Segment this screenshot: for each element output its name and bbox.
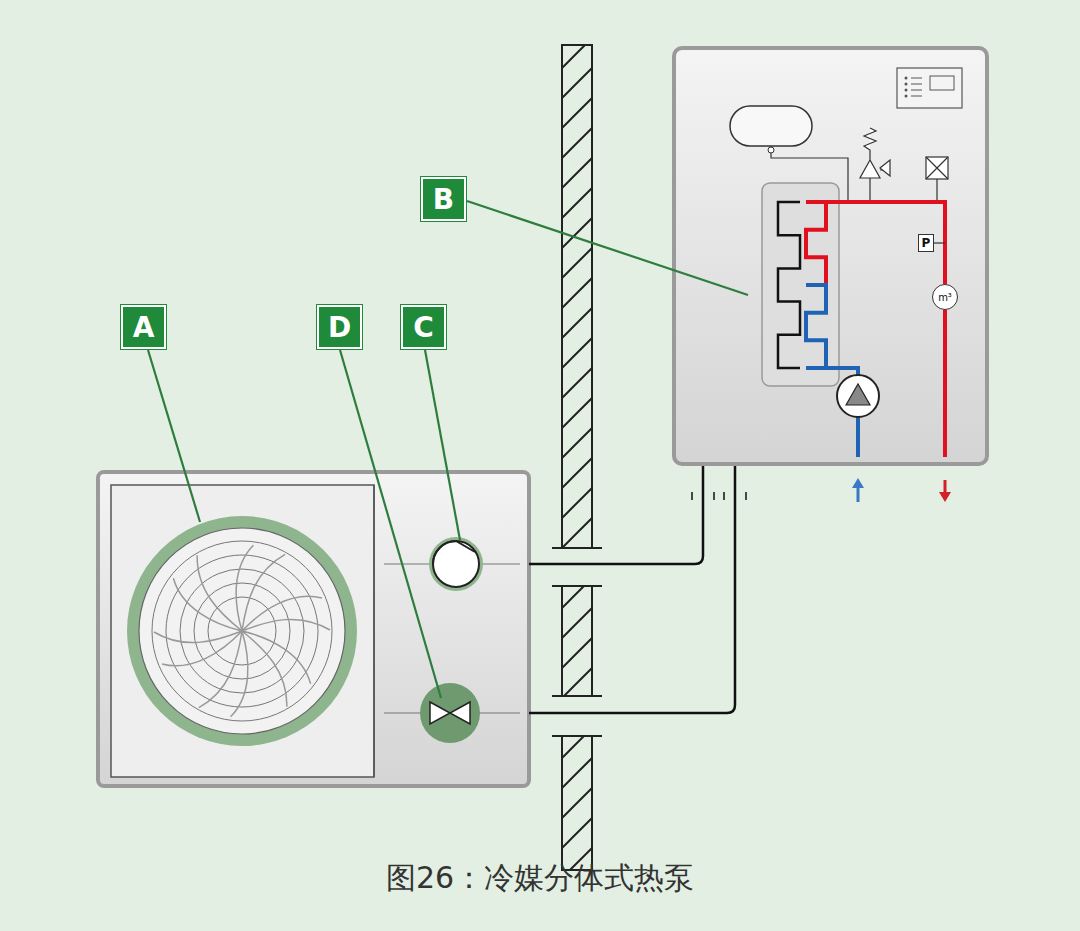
heat-exchanger-coils (778, 202, 826, 368)
callout-letter: D (317, 305, 362, 349)
indoor-unit (674, 48, 987, 464)
node-label: D (328, 311, 351, 344)
flow-meter: m³ (932, 284, 958, 310)
callout-letter: B (421, 177, 466, 221)
callout-letter: A (121, 305, 166, 349)
circulation-pump (837, 375, 879, 417)
node-label: C (413, 311, 434, 344)
fan (127, 516, 357, 746)
pressure-gauge: P (918, 234, 934, 252)
callout-letter: C (401, 305, 446, 349)
figure-caption: 图26：冷媒分体式热泵 (0, 858, 1080, 899)
expansion-valve (420, 683, 480, 743)
node-label: m³ (938, 292, 952, 303)
wall (552, 45, 602, 870)
node-label: B (433, 183, 454, 216)
water-circuit (826, 202, 951, 502)
compressor (429, 537, 483, 591)
node-label: P (922, 236, 931, 250)
node-label: A (133, 311, 155, 344)
leader-lines (148, 201, 748, 698)
outdoor-unit (98, 472, 529, 786)
